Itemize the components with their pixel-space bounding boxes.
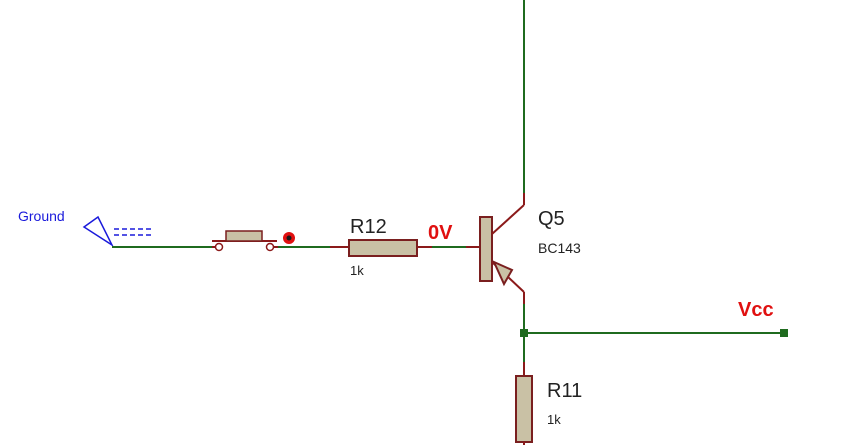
voltage-probe-label: 0V (428, 222, 453, 244)
ground-label: Ground (18, 208, 65, 224)
transistor-q5[interactable]: Q5 BC143 (466, 193, 581, 304)
ground-arrow-icon (82, 215, 114, 248)
vcc-terminal-dot[interactable] (780, 329, 788, 337)
q5-emitter-arrow-icon (492, 260, 514, 287)
r12-body (348, 239, 418, 257)
r12-value: 1k (350, 263, 364, 278)
q5-collector-lead (491, 204, 525, 235)
vcc-label: Vcc (738, 299, 774, 321)
r12-name: R12 (350, 216, 387, 238)
ground-terminal[interactable]: Ground (18, 208, 154, 248)
q5-part: BC143 (538, 240, 581, 256)
push-button-switch[interactable] (212, 230, 295, 252)
switch-contact (265, 242, 275, 252)
q5-name: Q5 (538, 208, 565, 230)
r11-body (515, 375, 533, 443)
resistor-r11[interactable]: R11 1k (515, 362, 582, 445)
switch-state-dot-icon (286, 235, 292, 241)
switch-button (225, 230, 263, 242)
r11-name: R11 (547, 380, 582, 402)
resistor-r12[interactable]: R12 1k (330, 216, 432, 278)
q5-base-bar (479, 216, 493, 282)
switch-contact (214, 242, 224, 252)
r11-value: 1k (547, 412, 561, 427)
